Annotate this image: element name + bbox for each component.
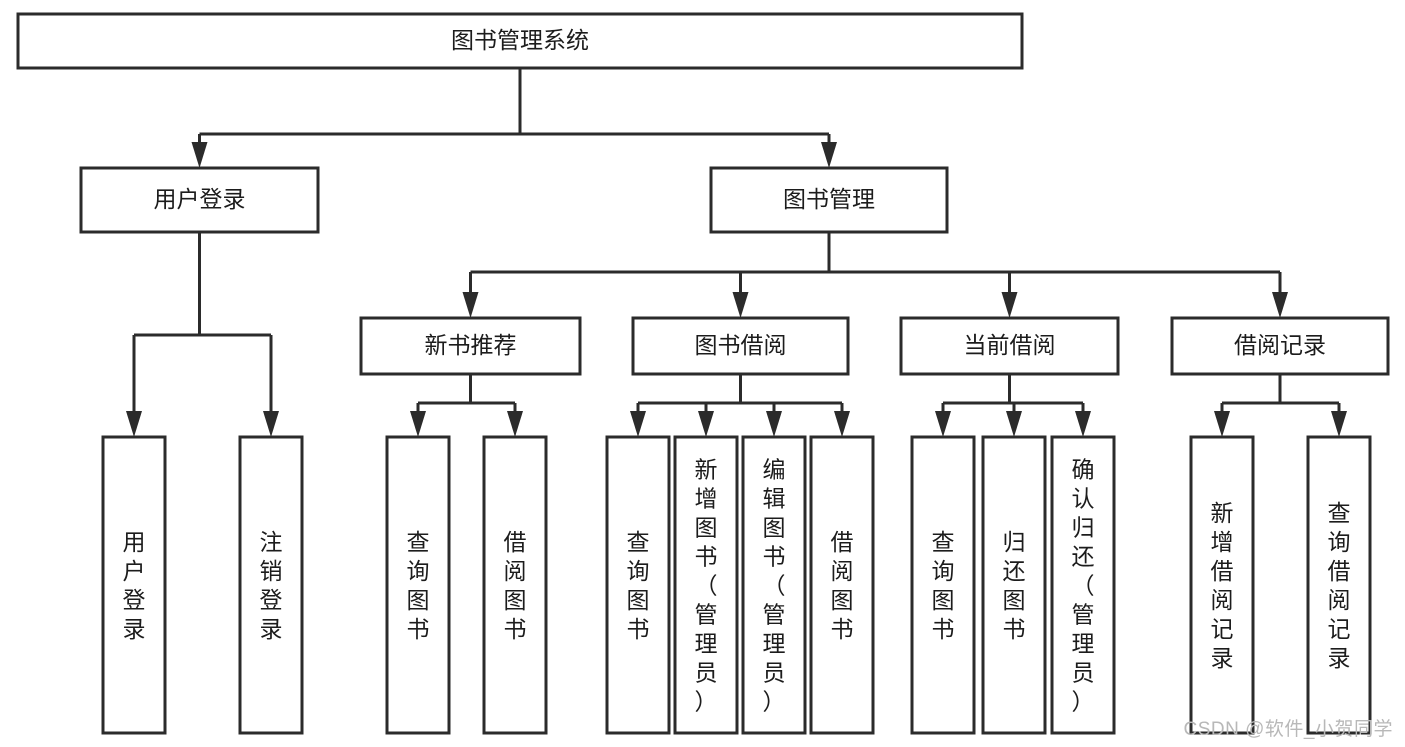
node-label: 查询图书	[932, 529, 955, 642]
node-box[interactable]	[631, 316, 850, 376]
node-box[interactable]	[673, 435, 739, 735]
arrow-head-icon	[698, 411, 714, 437]
arrow-head-icon	[1075, 411, 1091, 437]
node-l4[interactable]: 借阅图书	[482, 435, 548, 735]
node-box[interactable]	[101, 435, 167, 735]
arrow-head-icon	[1214, 411, 1230, 437]
node-box[interactable]	[79, 166, 320, 234]
node-box[interactable]	[385, 435, 451, 735]
node-box[interactable]	[1189, 435, 1255, 735]
node-l9[interactable]: 查询图书	[910, 435, 976, 735]
arrow-head-icon	[410, 411, 426, 437]
node-l8[interactable]: 借阅图书	[809, 435, 875, 735]
node-label: 图书借阅	[695, 332, 787, 358]
node-n2a[interactable]: 用户登录	[79, 166, 320, 234]
node-box[interactable]	[709, 166, 949, 234]
node-box[interactable]	[809, 435, 875, 735]
node-l1[interactable]: 用户登录	[101, 435, 167, 735]
arrow-head-icon	[732, 292, 749, 318]
arrow-head-icon	[126, 411, 142, 437]
connector-group-n3b	[630, 374, 850, 437]
node-label: 查询图书	[627, 529, 650, 642]
arrow-head-icon	[1331, 411, 1347, 437]
node-layer: 图书管理系统用户登录图书管理新书推荐图书借阅当前借阅借阅记录用户登录注销登录查询…	[16, 12, 1390, 735]
node-label: 新书推荐	[425, 332, 517, 358]
watermark-label: CSDN @软件_小贺同学	[1183, 719, 1393, 740]
arrow-head-icon	[821, 142, 837, 168]
node-label: 新增图书（管理员）	[695, 457, 718, 715]
arrow-head-icon	[507, 411, 523, 437]
node-box[interactable]	[1170, 316, 1390, 376]
node-l10[interactable]: 归还图书	[981, 435, 1047, 735]
arrow-head-icon	[834, 411, 850, 437]
node-box[interactable]	[359, 316, 582, 376]
node-box[interactable]	[16, 12, 1024, 70]
node-label: 查询借阅记录	[1328, 500, 1351, 671]
node-n2b[interactable]: 图书管理	[709, 166, 949, 234]
node-n3c[interactable]: 当前借阅	[899, 316, 1120, 376]
node-n3a[interactable]: 新书推荐	[359, 316, 582, 376]
node-label: 借阅图书	[504, 529, 527, 642]
node-l5[interactable]: 查询图书	[605, 435, 671, 735]
node-n3d[interactable]: 借阅记录	[1170, 316, 1390, 376]
node-label: 当前借阅	[964, 332, 1056, 358]
connector-group-n3d	[1214, 374, 1347, 437]
node-label: 归还图书	[1003, 529, 1026, 642]
node-l13[interactable]: 查询借阅记录	[1306, 435, 1372, 735]
node-box[interactable]	[981, 435, 1047, 735]
connector-group-n3c	[935, 374, 1091, 437]
arrow-head-icon	[1001, 292, 1018, 318]
node-box[interactable]	[910, 435, 976, 735]
arrow-head-icon	[263, 411, 279, 437]
node-l7[interactable]: 编辑图书（管理员）	[741, 435, 807, 735]
node-label: 借阅图书	[831, 529, 854, 642]
node-box[interactable]	[1306, 435, 1372, 735]
node-box[interactable]	[238, 435, 304, 735]
arrow-head-icon	[766, 411, 782, 437]
node-label: 注销登录	[260, 529, 283, 642]
connector-group-n2b	[462, 232, 1288, 318]
node-l11[interactable]: 确认归还（管理员）	[1050, 435, 1116, 735]
arrow-head-icon	[191, 142, 208, 168]
connector-group-n2a	[126, 232, 279, 437]
arrow-head-icon	[630, 411, 646, 437]
node-label: 用户登录	[154, 186, 246, 212]
node-box[interactable]	[605, 435, 671, 735]
node-label: 借阅记录	[1234, 332, 1326, 358]
connector-group-root	[191, 68, 837, 168]
node-label: 查询图书	[407, 529, 430, 642]
node-box[interactable]	[899, 316, 1120, 376]
node-label: 新增借阅记录	[1211, 500, 1234, 671]
node-box[interactable]	[482, 435, 548, 735]
node-l6[interactable]: 新增图书（管理员）	[673, 435, 739, 735]
node-n3b[interactable]: 图书借阅	[631, 316, 850, 376]
node-root[interactable]: 图书管理系统	[16, 12, 1024, 70]
arrow-head-icon	[462, 292, 479, 318]
connector-layer	[126, 68, 1347, 437]
node-box[interactable]	[1050, 435, 1116, 735]
node-l3[interactable]: 查询图书	[385, 435, 451, 735]
node-label: 图书管理系统	[451, 27, 589, 53]
node-label: 图书管理	[783, 186, 875, 212]
node-label: 用户登录	[123, 529, 146, 642]
node-label: 编辑图书（管理员）	[763, 457, 786, 715]
node-label: 确认归还（管理员）	[1072, 457, 1095, 715]
arrow-head-icon	[1006, 411, 1022, 437]
node-box[interactable]	[741, 435, 807, 735]
connector-group-n3a	[410, 374, 523, 437]
node-l12[interactable]: 新增借阅记录	[1189, 435, 1255, 735]
arrow-head-icon	[935, 411, 951, 437]
arrow-head-icon	[1272, 292, 1288, 318]
node-l2[interactable]: 注销登录	[238, 435, 304, 735]
